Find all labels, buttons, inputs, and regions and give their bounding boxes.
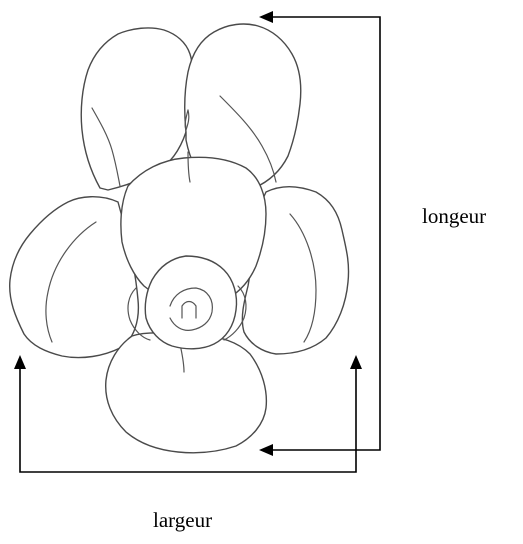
lower-petal <box>106 333 267 453</box>
left-lateral-petal <box>10 197 139 358</box>
width-arrow-left <box>14 355 26 369</box>
length-arrow-top <box>259 11 273 23</box>
length-arrow-bottom <box>259 444 273 456</box>
length-label: longeur <box>422 204 486 229</box>
lip <box>145 256 236 349</box>
width-label: largeur <box>153 508 212 533</box>
width-arrow-right <box>350 355 362 369</box>
